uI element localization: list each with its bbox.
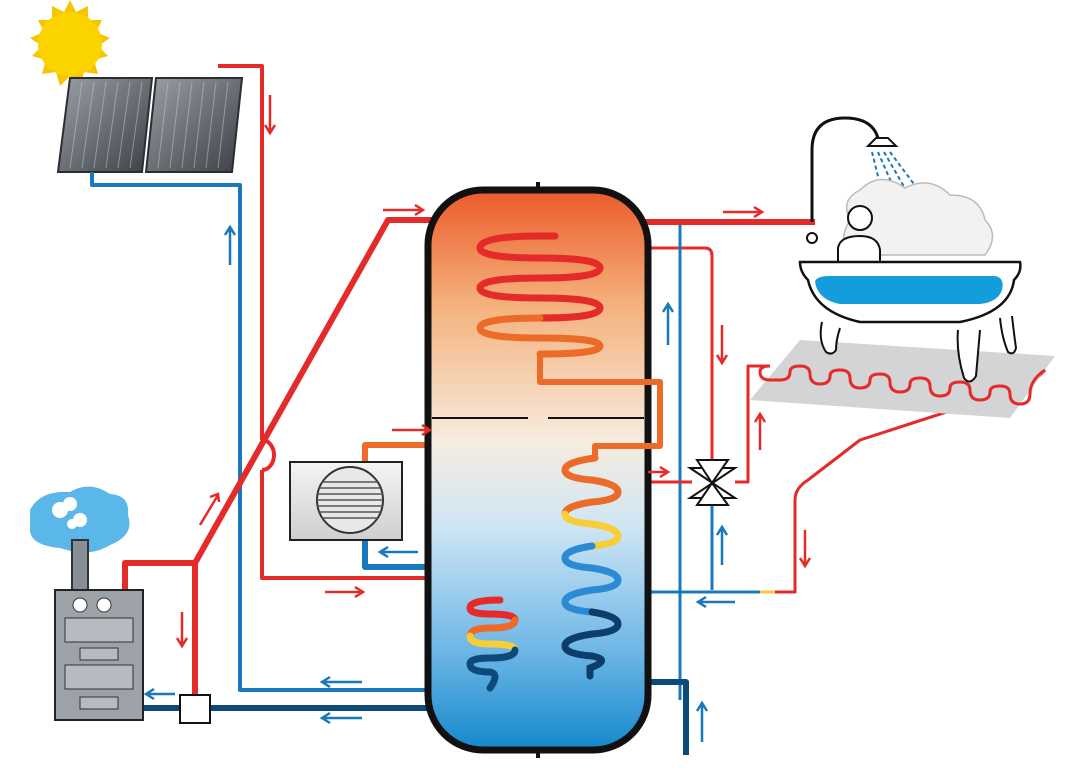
upper-coil-icon xyxy=(476,232,663,461)
solar-cold-pipe xyxy=(90,172,475,692)
heat-pump-fan-icon xyxy=(289,461,403,541)
lower-coil-icon xyxy=(561,454,622,680)
flow-arrow xyxy=(392,423,433,437)
tank-top-hot-pipe xyxy=(192,217,445,565)
flow-arrow xyxy=(319,675,362,689)
sun-icon xyxy=(30,0,110,86)
tank-icon xyxy=(424,182,652,758)
floor-return-pipe xyxy=(760,368,1047,594)
flow-arrow xyxy=(648,465,671,479)
flow-arrow xyxy=(661,301,675,345)
flow-arrows xyxy=(143,95,812,742)
flow-arrow xyxy=(223,224,237,265)
flow-arrow xyxy=(715,524,729,565)
flow-arrow xyxy=(198,492,221,526)
flow-arrow xyxy=(377,545,418,559)
flow-arrow xyxy=(695,595,735,609)
heat-pump-coil-icon xyxy=(466,596,519,692)
boiler-icon xyxy=(30,486,144,721)
valve-hot-pipe xyxy=(628,246,714,463)
flow-arrow xyxy=(798,530,812,569)
bathtub-icon xyxy=(798,116,1022,383)
flow-arrow xyxy=(319,711,362,725)
valve-icon xyxy=(686,459,739,506)
flow-arrow xyxy=(325,585,366,599)
floor-flow-pipe xyxy=(735,364,770,484)
flow-arrow xyxy=(715,325,729,366)
pipe-network xyxy=(90,64,1047,755)
floor-heating-icon xyxy=(750,340,1055,418)
flow-arrow xyxy=(723,205,765,219)
flow-arrow xyxy=(695,700,709,742)
flow-arrow xyxy=(383,203,426,217)
solar-panel-icon xyxy=(56,77,244,173)
heat-pump-hot-pipe xyxy=(362,442,440,462)
flow-arrow xyxy=(263,95,277,136)
heat-pump-cold-pipe xyxy=(362,540,445,570)
pump-icon xyxy=(179,694,211,724)
flow-arrow xyxy=(753,411,767,450)
boiler-hot-pipe xyxy=(122,560,198,695)
flow-arrow xyxy=(175,612,189,649)
flow-arrow xyxy=(143,687,175,701)
